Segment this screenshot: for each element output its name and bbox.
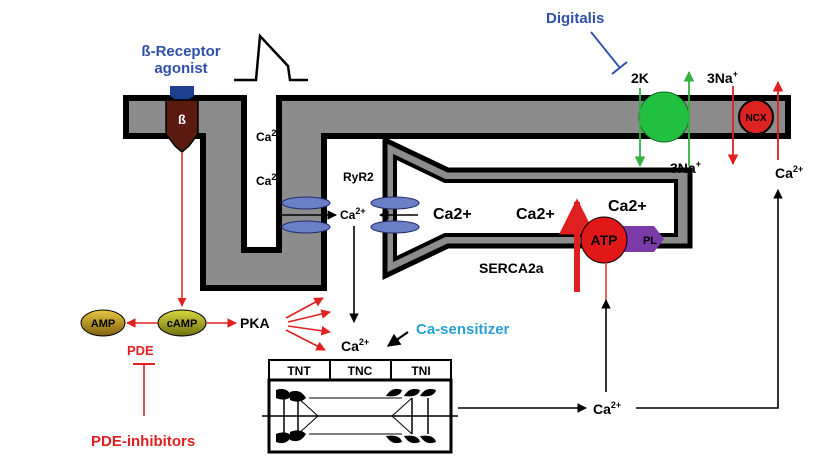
beta-receptor-label: ß [178, 112, 186, 127]
ryr2-channel-top [370, 196, 420, 210]
ncx-label: NCX [745, 113, 766, 124]
amp-label: AMP [91, 318, 115, 330]
digitalis-label: Digitalis [546, 10, 604, 27]
pka-to-myofil-arrow [287, 325, 331, 336]
beta-receptor-icon [165, 99, 199, 153]
ca-sensitizer-label: Ca-sensitizer [416, 321, 510, 338]
ryr2-label: RyR2 [343, 170, 374, 184]
ca-cleft-label: Ca2+ [340, 206, 366, 222]
pde-label: PDE [127, 343, 154, 358]
beta-agonist-label-2: agonist [154, 60, 207, 77]
three-na-top-label: 3Na+ [707, 69, 738, 86]
tnc-label: TNC [348, 364, 373, 378]
pde-inhibitors-label: PDE-inhibitors [91, 433, 195, 450]
ca-sr-label-3: Ca2+ [608, 198, 647, 215]
l-type-channel-bottom [281, 220, 331, 234]
atp-label: ATP [591, 232, 618, 248]
na-k-pump-icon [638, 91, 690, 143]
ca-myofil-label: Ca2+ [341, 337, 369, 354]
l-type-channel-top [281, 196, 331, 210]
ca-to-ncx-arrow [636, 189, 783, 409]
pka-label: PKA [240, 315, 270, 331]
sensitizer-arrow [386, 331, 409, 347]
ca-ttubule-label-1: Ca2+ [256, 128, 282, 144]
phospholamban-icon [620, 226, 664, 252]
pl-label: PL [643, 235, 657, 247]
pka-to-tni-arrow [285, 329, 326, 351]
three-na-bottom-label: 3Na+ [670, 159, 701, 176]
ca-ttubule-label-2: Ca2+ [256, 172, 282, 188]
ca-ncx-label: Ca2+ [775, 164, 803, 181]
two-k-label: 2K [631, 70, 649, 86]
beta-agonist-label: ß-Receptor [141, 43, 220, 60]
serca-pump-icon [580, 216, 628, 264]
ca-sr-label-2: Ca2+ [516, 206, 555, 223]
camp-label: cAMP [167, 318, 198, 330]
ryr2-channel-bottom [370, 220, 420, 234]
serca-label: SERCA2a [479, 260, 544, 276]
ca-sr-label-1: Ca2+ [433, 206, 472, 223]
action-potential-icon [234, 33, 308, 82]
myofilament-icon [262, 378, 458, 454]
sarcolemma-membrane [123, 95, 791, 291]
tnt-label: TNT [287, 364, 311, 378]
digitalis-inhibition-bar [611, 61, 628, 75]
amp-molecule-icon [80, 309, 126, 337]
pka-to-ryr-arrow [287, 309, 331, 323]
tni-label: TNI [411, 364, 430, 378]
pka-to-ltype-arrow [285, 297, 324, 319]
ncx-exchanger-icon [738, 99, 774, 135]
ca-bottom-label: Ca2+ [593, 400, 621, 417]
digitalis-inhibition-line [590, 31, 621, 69]
